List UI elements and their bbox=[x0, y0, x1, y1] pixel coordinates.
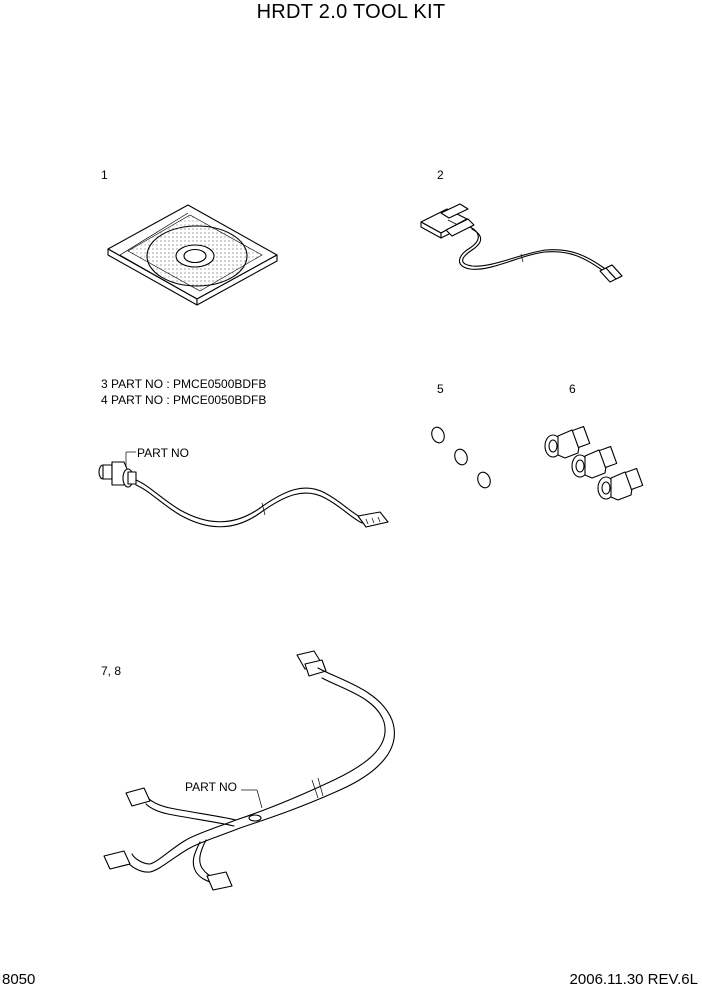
item-6-label: 6 bbox=[569, 382, 576, 396]
item-4-label: 4 PART NO : PMCE0050BDFB bbox=[101, 393, 267, 407]
item-5-label: 5 bbox=[437, 382, 444, 396]
sensor-part-no-callout: PART NO bbox=[137, 446, 190, 460]
pressure-sensor-cable-icon bbox=[98, 451, 389, 528]
o-ring-icon bbox=[431, 426, 491, 489]
harness-part-no-callout: PART NO bbox=[185, 780, 238, 794]
item-3-label: 3 PART NO : PMCE0500BDFB bbox=[101, 377, 267, 391]
item-2-label: 2 bbox=[437, 168, 444, 182]
item-1-label: 1 bbox=[101, 168, 108, 182]
item-7-8-label: 7, 8 bbox=[101, 664, 122, 678]
revision-date: 2006.11.30 REV.6L bbox=[569, 971, 698, 988]
page-title: HRDT 2.0 TOOL KIT bbox=[256, 1, 446, 23]
page-number: 8050 bbox=[2, 971, 36, 988]
serial-cable-icon bbox=[420, 203, 623, 283]
fitting-icon bbox=[544, 425, 644, 501]
wire-harness-icon bbox=[103, 650, 395, 891]
cd-disc-icon bbox=[107, 204, 278, 306]
